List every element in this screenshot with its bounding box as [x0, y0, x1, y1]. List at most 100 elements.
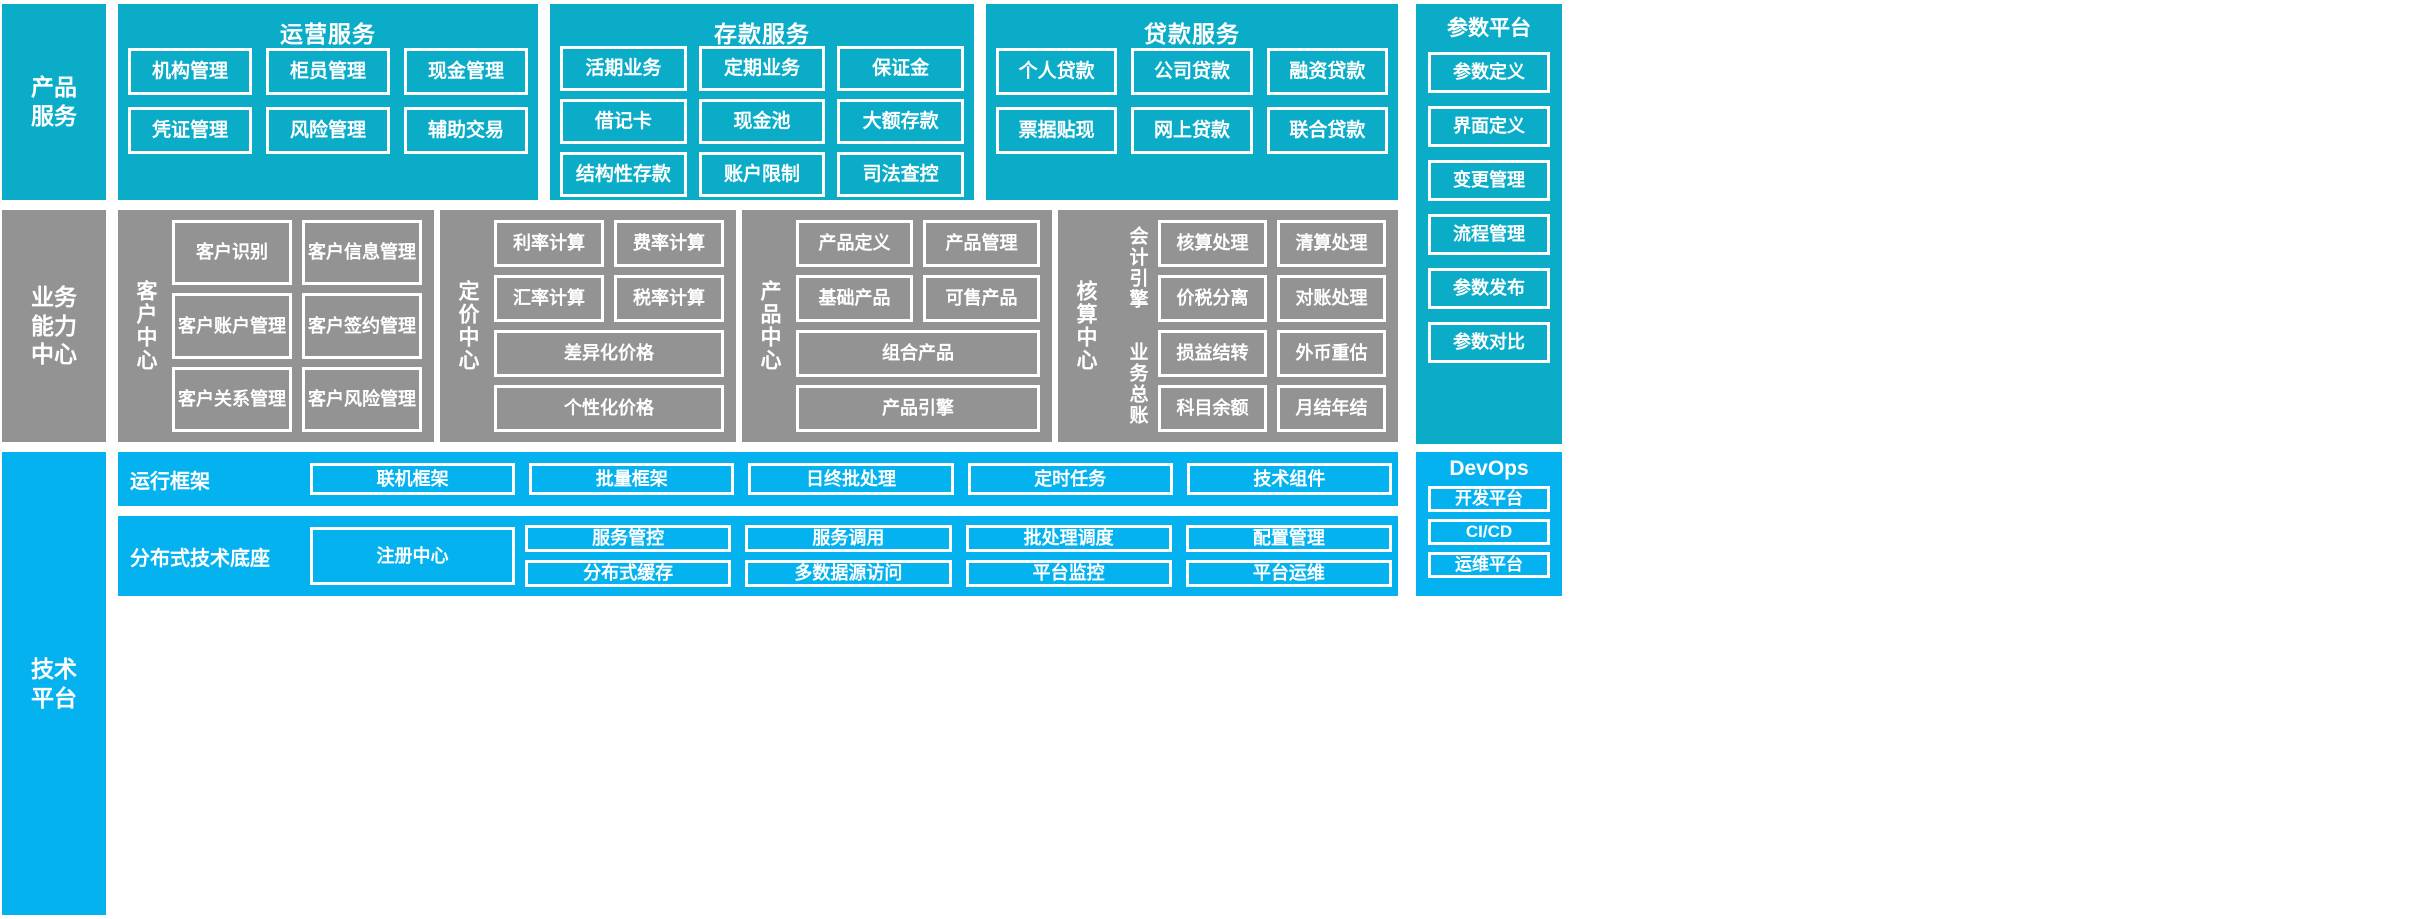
- list-parameter-platform: 参数定义 界面定义 变更管理 流程管理 参数发布 参数对比: [1416, 52, 1562, 363]
- cell-personalized-pricing[interactable]: 个性化价格: [494, 385, 724, 432]
- layer-label-business-capability: 业务 能力 中心: [2, 210, 106, 442]
- cell-scheduled-task[interactable]: 定时任务: [967, 463, 1173, 495]
- panel-title-operation-services: 运营服务: [280, 21, 376, 47]
- cell-registry-center[interactable]: 注册中心: [310, 527, 515, 585]
- panel-accounting-center: 核算中心 会计引擎 业务总账 核算处理 清算处理 价税分离 对账处理 损益结转 …: [1058, 210, 1398, 442]
- panel-loan-services: 贷款服务 个人贷款 公司贷款 融资贷款 票据贴现 网上贷款 联合贷款: [986, 4, 1398, 200]
- cell-teller-management[interactable]: 柜员管理: [266, 48, 390, 95]
- cell-online-framework[interactable]: 联机框架: [310, 463, 516, 495]
- cell-parameter-comparison[interactable]: 参数对比: [1428, 322, 1550, 363]
- cell-financing-loan[interactable]: 融资贷款: [1266, 48, 1388, 95]
- cell-voucher-management[interactable]: 凭证管理: [128, 107, 252, 154]
- cell-month-year-end-closing[interactable]: 月结年结: [1277, 385, 1386, 432]
- cell-price-tax-separation[interactable]: 价税分离: [1158, 275, 1267, 322]
- cell-exchange-rate-calculation[interactable]: 汇率计算: [494, 275, 604, 322]
- cell-cash-management[interactable]: 现金管理: [404, 48, 528, 95]
- cell-platform-operations[interactable]: 平台运维: [1185, 560, 1392, 587]
- panel-product-center: 产品中心 产品定义 产品管理 基础产品 可售产品 组合产品 产品引擎: [742, 210, 1052, 442]
- panel-title-deposit-services: 存款服务: [714, 21, 810, 47]
- cell-profit-loss-carryover[interactable]: 损益结转: [1158, 330, 1267, 377]
- cell-product-management[interactable]: 产品管理: [923, 220, 1040, 267]
- cell-service-governance[interactable]: 服务管控: [525, 525, 732, 552]
- layer-label-technology-platform-text: 技术 平台: [31, 655, 77, 711]
- cell-sellable-product[interactable]: 可售产品: [923, 275, 1040, 322]
- panel-title-loan-services: 贷款服务: [1144, 21, 1240, 47]
- cell-process-management[interactable]: 流程管理: [1428, 214, 1550, 255]
- cell-foreign-currency-revaluation[interactable]: 外币重估: [1277, 330, 1386, 377]
- cell-configuration-management[interactable]: 配置管理: [1185, 525, 1392, 552]
- cell-customer-identification[interactable]: 客户识别: [172, 220, 292, 286]
- cell-change-management[interactable]: 变更管理: [1428, 160, 1550, 201]
- cell-judicial-inquiry[interactable]: 司法查控: [837, 152, 964, 197]
- cell-technical-component[interactable]: 技术组件: [1186, 463, 1392, 495]
- panel-devops: DevOps 开发平台 CI/CD 运维平台: [1416, 452, 1562, 596]
- cell-account-restriction[interactable]: 账户限制: [698, 152, 826, 197]
- cell-time-deposit[interactable]: 定期业务: [698, 46, 826, 91]
- cell-fee-rate-calculation[interactable]: 费率计算: [614, 220, 724, 267]
- cell-batch-scheduling[interactable]: 批处理调度: [965, 525, 1172, 552]
- cell-accounting-processing[interactable]: 核算处理: [1158, 220, 1267, 267]
- cell-service-invocation[interactable]: 服务调用: [745, 525, 952, 552]
- list-devops: 开发平台 CI/CD 运维平台: [1416, 486, 1562, 578]
- cell-parameter-definition[interactable]: 参数定义: [1428, 52, 1550, 93]
- cell-risk-management[interactable]: 风险管理: [266, 107, 390, 154]
- cell-settlement-processing[interactable]: 清算处理: [1277, 220, 1386, 267]
- cell-differentiated-pricing[interactable]: 差异化价格: [494, 330, 724, 377]
- cell-end-of-day-batch[interactable]: 日终批处理: [748, 463, 954, 495]
- cell-multi-datasource-access[interactable]: 多数据源访问: [745, 560, 952, 587]
- cell-structured-deposit[interactable]: 结构性存款: [560, 152, 687, 197]
- cell-batch-framework[interactable]: 批量框架: [529, 463, 735, 495]
- vlabel-business-ledger: 业务总账: [1126, 342, 1148, 426]
- cell-corporate-loan[interactable]: 公司贷款: [1131, 48, 1253, 95]
- cell-debit-card[interactable]: 借记卡: [560, 99, 687, 144]
- registry-wrapper: 注册中心: [310, 527, 515, 585]
- cell-ops-platform[interactable]: 运维平台: [1428, 552, 1550, 578]
- grid-loan-services: 个人贷款 公司贷款 融资贷款 票据贴现 网上贷款 联合贷款: [986, 48, 1398, 154]
- cell-platform-monitoring[interactable]: 平台监控: [965, 560, 1172, 587]
- panel-pricing-center: 定价中心 利率计算 费率计算 汇率计算 税率计算 差异化价格 个性化价格: [440, 210, 736, 442]
- grid-pricing-center: 利率计算 费率计算 汇率计算 税率计算 差异化价格 个性化价格: [486, 210, 736, 442]
- cell-margin-deposit[interactable]: 保证金: [837, 46, 964, 91]
- cell-product-definition[interactable]: 产品定义: [796, 220, 913, 267]
- cell-demand-deposit[interactable]: 活期业务: [560, 46, 687, 91]
- cell-customer-account-management[interactable]: 客户账户管理: [172, 293, 292, 359]
- layer-label-business-capability-text: 业务 能力 中心: [31, 283, 77, 368]
- cell-personal-loan[interactable]: 个人贷款: [996, 48, 1118, 95]
- vlabel-accounting-engine: 会计引擎: [1126, 226, 1148, 310]
- cell-reconciliation-processing[interactable]: 对账处理: [1277, 275, 1386, 322]
- panel-run-framework: 运行框架 联机框架 批量框架 日终批处理 定时任务 技术组件: [118, 452, 1398, 506]
- cell-tax-rate-calculation[interactable]: 税率计算: [614, 275, 724, 322]
- cell-interface-definition[interactable]: 界面定义: [1428, 106, 1550, 147]
- grid-product-center: 产品定义 产品管理 基础产品 可售产品 组合产品 产品引擎: [788, 210, 1052, 442]
- cell-online-loan[interactable]: 网上贷款: [1131, 107, 1253, 154]
- cell-subject-balance[interactable]: 科目余额: [1158, 385, 1267, 432]
- cell-customer-info-management[interactable]: 客户信息管理: [302, 220, 422, 286]
- cell-customer-risk-management[interactable]: 客户风险管理: [302, 366, 422, 432]
- grid-run-framework: 联机框架 批量框架 日终批处理 定时任务 技术组件: [310, 463, 1392, 495]
- cell-composite-product[interactable]: 组合产品: [796, 330, 1040, 377]
- cell-parameter-release[interactable]: 参数发布: [1428, 268, 1550, 309]
- cell-syndicated-loan[interactable]: 联合贷款: [1266, 107, 1388, 154]
- panel-deposit-services: 存款服务 活期业务 定期业务 保证金 借记卡 现金池 大额存款 结构性存款 账户…: [550, 4, 974, 200]
- cell-distributed-cache[interactable]: 分布式缓存: [525, 560, 732, 587]
- label-distributed-base: 分布式技术底座: [130, 547, 270, 570]
- cell-bill-discount[interactable]: 票据贴现: [996, 107, 1118, 154]
- cell-large-deposit[interactable]: 大额存款: [837, 99, 964, 144]
- cell-basic-product[interactable]: 基础产品: [796, 275, 913, 322]
- cell-development-platform[interactable]: 开发平台: [1428, 486, 1550, 512]
- cell-customer-contract-management[interactable]: 客户签约管理: [302, 293, 422, 359]
- panel-parameter-platform: 参数平台 参数定义 界面定义 变更管理 流程管理 参数发布 参数对比: [1416, 4, 1562, 444]
- cell-auxiliary-transaction[interactable]: 辅助交易: [404, 107, 528, 154]
- cell-customer-relation-management[interactable]: 客户关系管理: [172, 366, 292, 432]
- cell-cash-pool[interactable]: 现金池: [698, 99, 826, 144]
- cell-interest-rate-calculation[interactable]: 利率计算: [494, 220, 604, 267]
- cell-product-engine[interactable]: 产品引擎: [796, 385, 1040, 432]
- grid-operation-services: 机构管理 柜员管理 现金管理 凭证管理 风险管理 辅助交易: [118, 48, 538, 154]
- panel-operation-services: 运营服务 机构管理 柜员管理 现金管理 凭证管理 风险管理 辅助交易: [118, 4, 538, 200]
- cell-institution-management[interactable]: 机构管理: [128, 48, 252, 95]
- panel-title-parameter-platform: 参数平台: [1447, 17, 1531, 40]
- grid-accounting-center: 核算处理 清算处理 价税分离 对账处理 损益结转 外币重估 科目余额 月结年结: [1150, 210, 1398, 442]
- cell-ci-cd[interactable]: CI/CD: [1428, 519, 1550, 545]
- grid-deposit-services: 活期业务 定期业务 保证金 借记卡 现金池 大额存款 结构性存款 账户限制 司法…: [550, 46, 974, 197]
